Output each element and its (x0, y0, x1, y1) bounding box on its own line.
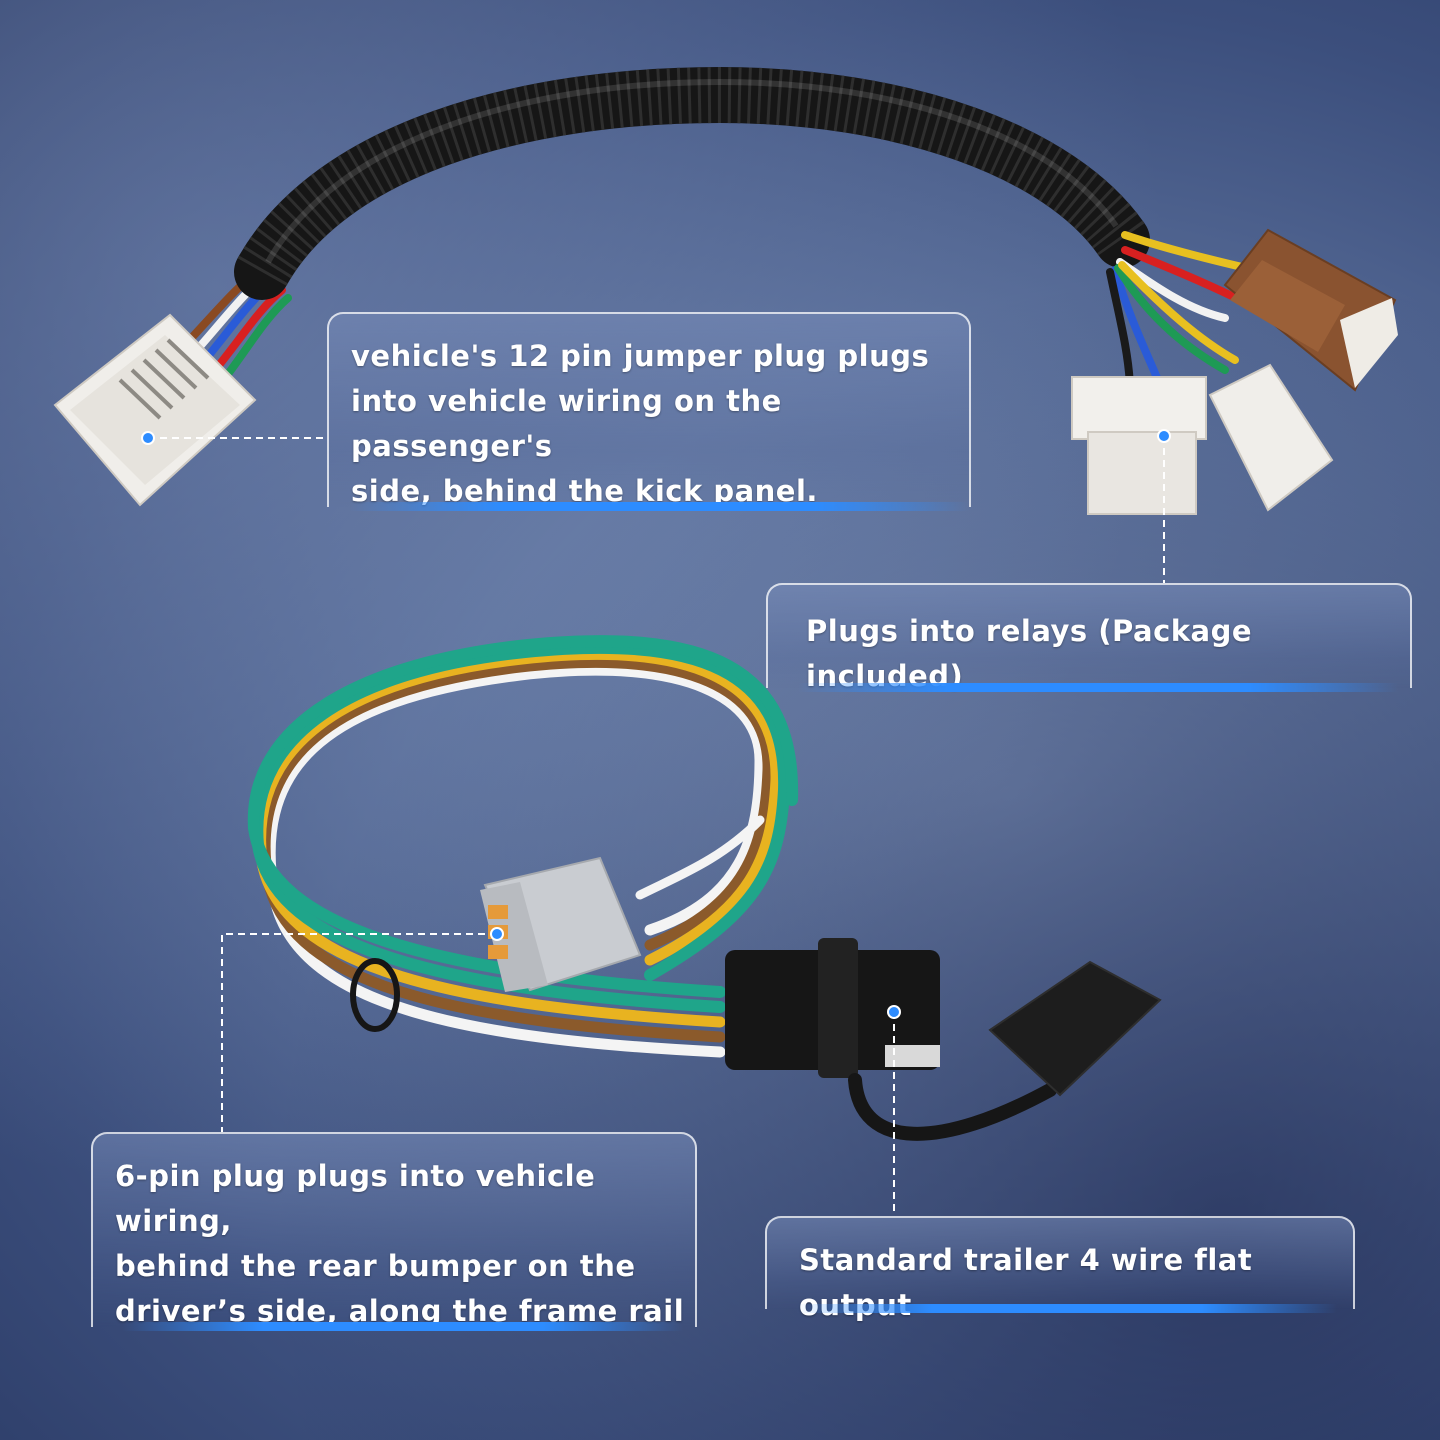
four-wire-flat-plug (725, 938, 1162, 1141)
callout-line: into vehicle wiring on the passenger's (351, 384, 782, 463)
callout-jumper-plug-text: vehicle's 12 pin jumper plug plugs into … (351, 334, 969, 514)
upper-harness (53, 66, 1398, 515)
callout-line: behind the rear bumper on the (115, 1249, 636, 1283)
callout-line: 6-pin plug plugs into vehicle wiring, (115, 1159, 596, 1238)
lower-harness (247, 635, 1162, 1141)
marker-dot-relays (1157, 429, 1171, 443)
relay-plug-brown (1223, 228, 1398, 392)
accent-bar (349, 502, 969, 511)
twelve-pin-jumper-plug (53, 313, 257, 507)
right-wire-bundle (1106, 231, 1259, 389)
callout-six-pin-text: 6-pin plug plugs into vehicle wiring, be… (115, 1154, 695, 1334)
accent-bar (797, 1304, 1337, 1313)
marker-dot-jumper (141, 431, 155, 445)
accent-bar (798, 683, 1398, 692)
callout-six-pin: 6-pin plug plugs into vehicle wiring, be… (91, 1132, 697, 1331)
callout-jumper-plug: vehicle's 12 pin jumper plug plugs into … (327, 312, 971, 511)
callout-flat-output: Standard trailer 4 wire flat output (765, 1216, 1355, 1322)
relay-plug-white (1071, 363, 1334, 515)
cable-tie (350, 958, 400, 1032)
callout-relays: Plugs into relays (Package included) (766, 583, 1412, 693)
leader-lines (148, 436, 1165, 1216)
callout-line: Standard trailer 4 wire flat output (799, 1243, 1253, 1322)
marker-dot-flat-output (887, 1005, 901, 1019)
wire-loop (247, 635, 799, 1058)
callout-line: vehicle's 12 pin jumper plug plugs (351, 339, 930, 373)
six-pin-plug (480, 856, 642, 992)
marker-dot-six-pin (490, 927, 504, 941)
marker-dots (141, 429, 1171, 1019)
accent-bar (123, 1322, 683, 1331)
callout-flat-output-text: Standard trailer 4 wire flat output (799, 1238, 1353, 1328)
